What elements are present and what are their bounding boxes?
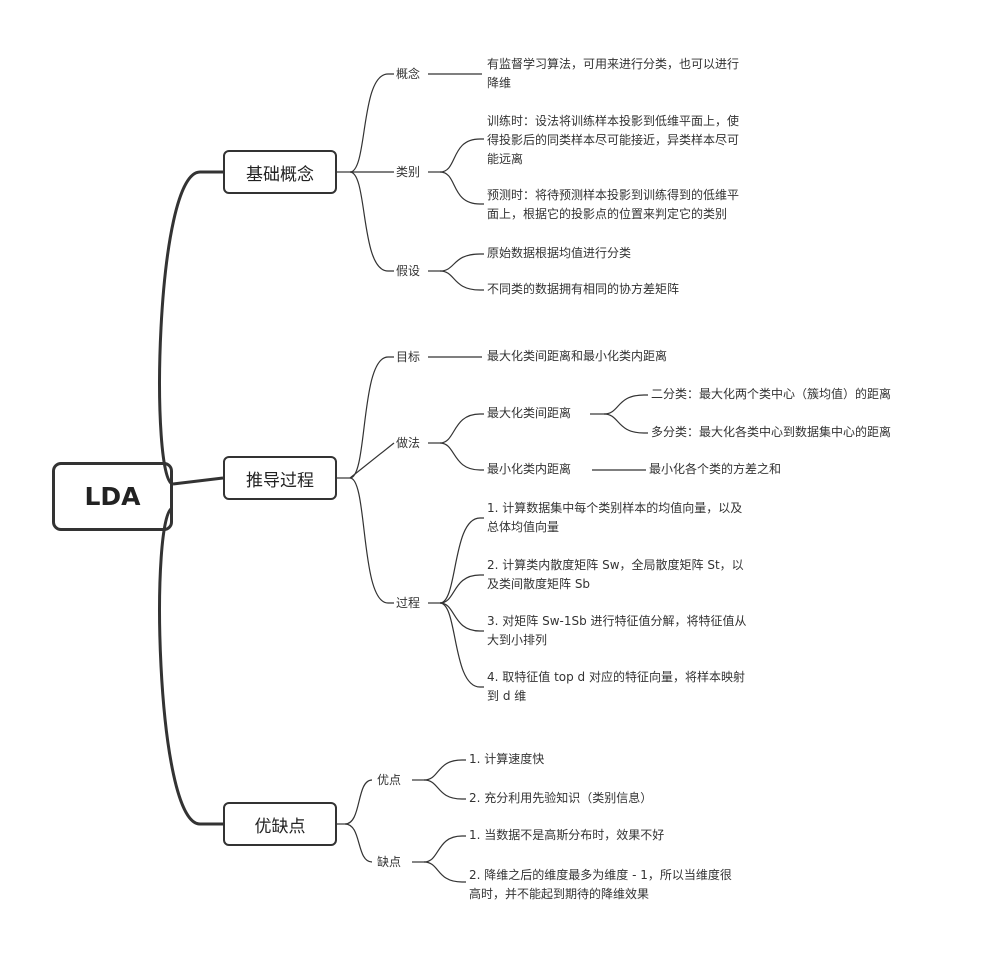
leaf-step-2[interactable]: 2. 计算类内散度矩阵 Sw，全局散度矩阵 St，以 及类间散度矩阵 Sb [487,556,744,594]
topic-cons[interactable]: 缺点 [377,855,402,869]
leaf-pro-1[interactable]: 1. 计算速度快 [469,750,544,769]
leaf-line: 2. 计算类内散度矩阵 Sw，全局散度矩阵 St，以 [487,558,744,572]
leaf-line: 3. 对矩阵 Sw-1Sb 进行特征值分解，将特征值从 [487,614,747,628]
leaf-step-4[interactable]: 4. 取特征值 top d 对应的特征向量，将样本映射 到 d 维 [487,668,745,706]
leaf-training[interactable]: 训练时：设法将训练样本投影到低维平面上，使 得投影后的同类样本尽可能接近，异类样… [487,112,739,169]
leaf-con-1[interactable]: 1. 当数据不是高斯分布时，效果不好 [469,826,664,845]
leaf-line: 最大化类间距离和最小化类内距离 [487,349,668,363]
branch-basic-concepts[interactable]: 基础概念 [223,150,337,194]
leaf-minimize-within[interactable]: 最小化类内距离 [487,460,571,479]
leaf-goal[interactable]: 最大化类间距离和最小化类内距离 [487,347,667,366]
leaf-line: 1. 当数据不是高斯分布时，效果不好 [469,828,665,842]
leaf-line: 能远离 [487,152,524,166]
leaf-line: 2. 充分利用先验知识（类别信息） [469,791,653,805]
branch-label: 推导过程 [246,470,314,491]
leaf-line: 2. 降维之后的维度最多为维度 - 1，所以当维度很 [469,868,732,882]
leaf-step-3[interactable]: 3. 对矩阵 Sw-1Sb 进行特征值分解，将特征值从 大到小排列 [487,612,747,650]
branch-label: 基础概念 [246,164,314,185]
branch-label: 优缺点 [254,816,306,837]
topic-process[interactable]: 过程 [396,596,421,610]
leaf-con-2[interactable]: 2. 降维之后的维度最多为维度 - 1，所以当维度很 高时，并不能起到期待的降维… [469,866,732,904]
leaf-line: 二分类：最大化两个类中心（簇均值）的距离 [651,387,892,401]
root-to-branch-2 [172,476,224,486]
root-to-branch-1 [158,170,223,486]
leaf-line: 及类间散度矩阵 Sb [487,577,591,591]
leaf-line: 到 d 维 [487,689,527,703]
leaf-assumption-covariance[interactable]: 不同类的数据拥有相同的协方差矩阵 [487,280,679,299]
leaf-line: 训练时：设法将训练样本投影到低维平面上，使 [487,114,740,128]
branch-pros-cons[interactable]: 优缺点 [223,802,337,846]
leaf-line: 1. 计算速度快 [469,752,545,766]
leaf-line: 原始数据根据均值进行分类 [487,246,632,260]
leaf-line: 面上，根据它的投影点的位置来判定它的类别 [487,207,728,221]
leaf-binary-class[interactable]: 二分类：最大化两个类中心（簇均值）的距离 [651,385,891,404]
leaf-line: 1. 计算数据集中每个类别样本的均值向量，以及 [487,501,743,515]
topic-method[interactable]: 做法 [396,436,421,450]
leaf-line: 最小化类内距离 [487,462,572,476]
leaf-line: 最小化各个类的方差之和 [649,462,782,476]
leaf-assumption-mean[interactable]: 原始数据根据均值进行分类 [487,244,631,263]
leaf-line: 大到小排列 [487,633,548,647]
leaf-line: 有监督学习算法，可用来进行分类，也可以进行 [487,57,740,71]
topic-concept[interactable]: 概念 [396,67,421,81]
leaf-line: 多分类：最大化各类中心到数据集中心的距离 [651,425,892,439]
leaf-line: 降维 [487,76,512,90]
root-node[interactable]: LDA [52,462,173,531]
topic-category[interactable]: 类别 [396,165,421,179]
topic-pros[interactable]: 优点 [377,773,402,787]
leaf-maximize-between[interactable]: 最大化类间距离 [487,404,571,423]
leaf-line: 不同类的数据拥有相同的协方差矩阵 [487,282,680,296]
root-label: LDA [84,482,141,511]
leaf-line: 得投影后的同类样本尽可能接近，异类样本尽可 [487,133,740,147]
leaf-minimize-variance[interactable]: 最小化各个类的方差之和 [649,460,781,479]
branch-derivation[interactable]: 推导过程 [223,456,337,500]
leaf-line: 最大化类间距离 [487,406,572,420]
leaf-step-1[interactable]: 1. 计算数据集中每个类别样本的均值向量，以及 总体均值向量 [487,499,742,537]
leaf-multi-class[interactable]: 多分类：最大化各类中心到数据集中心的距离 [651,423,891,442]
leaf-pro-2[interactable]: 2. 充分利用先验知识（类别信息） [469,789,652,808]
leaf-concept-definition[interactable]: 有监督学习算法，可用来进行分类，也可以进行 降维 [487,55,739,93]
root-to-branch-3 [158,506,223,826]
leaf-line: 预测时：将待预测样本投影到训练得到的低维平 [487,188,740,202]
topic-goal[interactable]: 目标 [396,350,421,364]
leaf-line: 4. 取特征值 top d 对应的特征向量，将样本映射 [487,670,745,684]
leaf-line: 高时，并不能起到期待的降维效果 [469,887,650,901]
topic-assumption[interactable]: 假设 [396,264,421,278]
leaf-prediction[interactable]: 预测时：将待预测样本投影到训练得到的低维平 面上，根据它的投影点的位置来判定它的… [487,186,739,224]
leaf-line: 总体均值向量 [487,520,560,534]
